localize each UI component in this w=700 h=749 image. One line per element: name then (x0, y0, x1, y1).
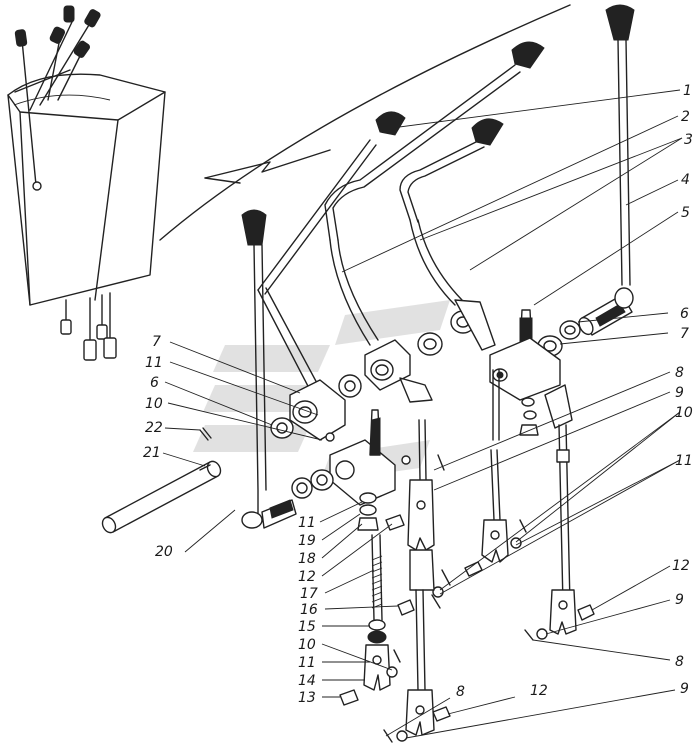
lever-20 (241, 209, 297, 529)
cotter-pin-22 (199, 427, 212, 441)
callout-11-c: 11 (298, 655, 316, 671)
callout-5: 5 (681, 205, 690, 221)
lever-4 (578, 4, 635, 336)
bracket-lower-left (291, 409, 405, 531)
rod-assembly-right (524, 424, 595, 641)
callout-14: 14 (298, 673, 316, 689)
callout-7-left: 7 (152, 334, 161, 350)
threaded-rod-17 (339, 534, 401, 706)
callout-13: 13 (298, 690, 316, 706)
callout-8-a: 8 (675, 365, 684, 381)
callout-3: 3 (684, 132, 693, 148)
callout-4: 4 (681, 172, 690, 188)
rod-assembly-mid-right (432, 449, 527, 598)
callout-11-a: 11 (675, 453, 693, 469)
callout-11-b: 11 (298, 515, 316, 531)
callout-8-c: 8 (456, 684, 465, 700)
bracket-center (364, 299, 496, 403)
callout-10-a: 10 (675, 405, 693, 421)
callout-19: 19 (298, 533, 316, 549)
callout-22: 22 (145, 420, 163, 436)
lever-1 (257, 111, 406, 391)
callout-9-c: 9 (680, 681, 689, 697)
callout-7-right: 7 (680, 326, 689, 342)
lever-2 (324, 41, 545, 346)
callout-12-c: 12 (530, 683, 548, 699)
callout-8-b: 8 (675, 654, 684, 670)
callout-17: 17 (300, 586, 318, 602)
inset-gearbox-cover (7, 5, 166, 361)
callout-16: 16 (300, 602, 318, 618)
leader-lines (162, 89, 683, 739)
rod-assembly-center (383, 419, 451, 743)
bracket-right (489, 337, 573, 441)
rod-21 (101, 460, 222, 534)
callout-10-b: 10 (298, 637, 316, 653)
callout-1: 1 (683, 83, 692, 99)
callout-6-right: 6 (680, 306, 689, 322)
callout-20: 20 (155, 544, 173, 560)
lever-3 (399, 118, 504, 306)
callout-18: 18 (298, 551, 316, 567)
callout-10-left: 10 (145, 396, 163, 412)
callout-12-a: 12 (672, 558, 690, 574)
callout-15: 15 (298, 619, 316, 635)
callout-9-a: 9 (675, 385, 684, 401)
direction-arrow (159, 4, 571, 241)
bracket-left (270, 374, 362, 442)
callout-21: 21 (143, 445, 161, 461)
callout-6-left: 6 (150, 375, 159, 391)
callout-labels: 1 2 3 4 5 6 7 8 9 10 11 12 9 8 7 11 6 10… (143, 83, 693, 706)
callout-2: 2 (681, 109, 690, 125)
callout-9-b: 9 (675, 592, 684, 608)
callout-11-left: 11 (145, 355, 163, 371)
callout-12-b: 12 (298, 569, 316, 585)
